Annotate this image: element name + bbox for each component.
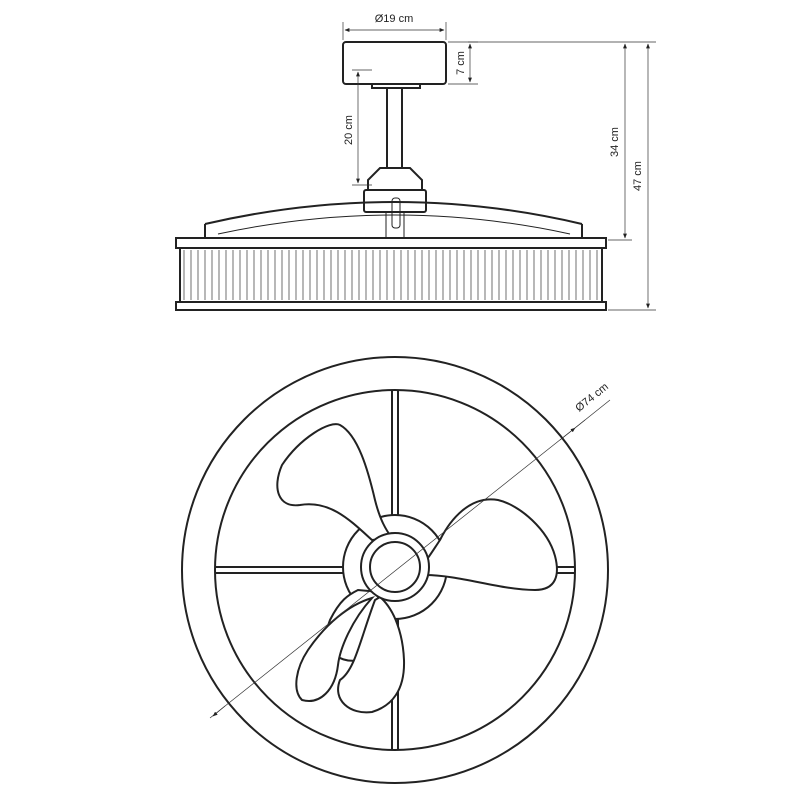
top-view: Ø74 cm xyxy=(181,356,611,784)
hub-inner xyxy=(369,541,421,593)
hub-mid xyxy=(360,532,430,602)
downrod xyxy=(386,87,403,169)
ring-body xyxy=(179,247,603,303)
total-height-label: 47 cm xyxy=(632,161,644,191)
motor-clip xyxy=(391,197,401,229)
ring-top-band xyxy=(175,237,607,249)
canopy-diameter-label: Ø19 cm xyxy=(375,13,414,25)
motor-base xyxy=(363,189,427,213)
diameter-label: Ø74 cm xyxy=(573,381,610,415)
canopy-height-label: 7 cm xyxy=(455,51,467,75)
canopy xyxy=(342,41,447,85)
blade-top xyxy=(276,423,394,542)
ring-bottom-band xyxy=(175,301,607,311)
fan-blades xyxy=(276,423,558,714)
side-view: Ø19 cm 7 cm 20 cm 34 cm 47 cm xyxy=(175,13,656,311)
blade-right xyxy=(418,498,558,592)
rod-length-label: 20 cm xyxy=(343,115,355,145)
height-to-ring-label: 34 cm xyxy=(609,127,621,157)
support-arm-inner xyxy=(217,214,571,235)
support-arm-outer xyxy=(204,201,583,225)
motor-housing xyxy=(367,167,423,191)
inner-ring xyxy=(214,389,576,751)
ring-ribs xyxy=(183,250,598,300)
outer-ring xyxy=(181,356,609,784)
